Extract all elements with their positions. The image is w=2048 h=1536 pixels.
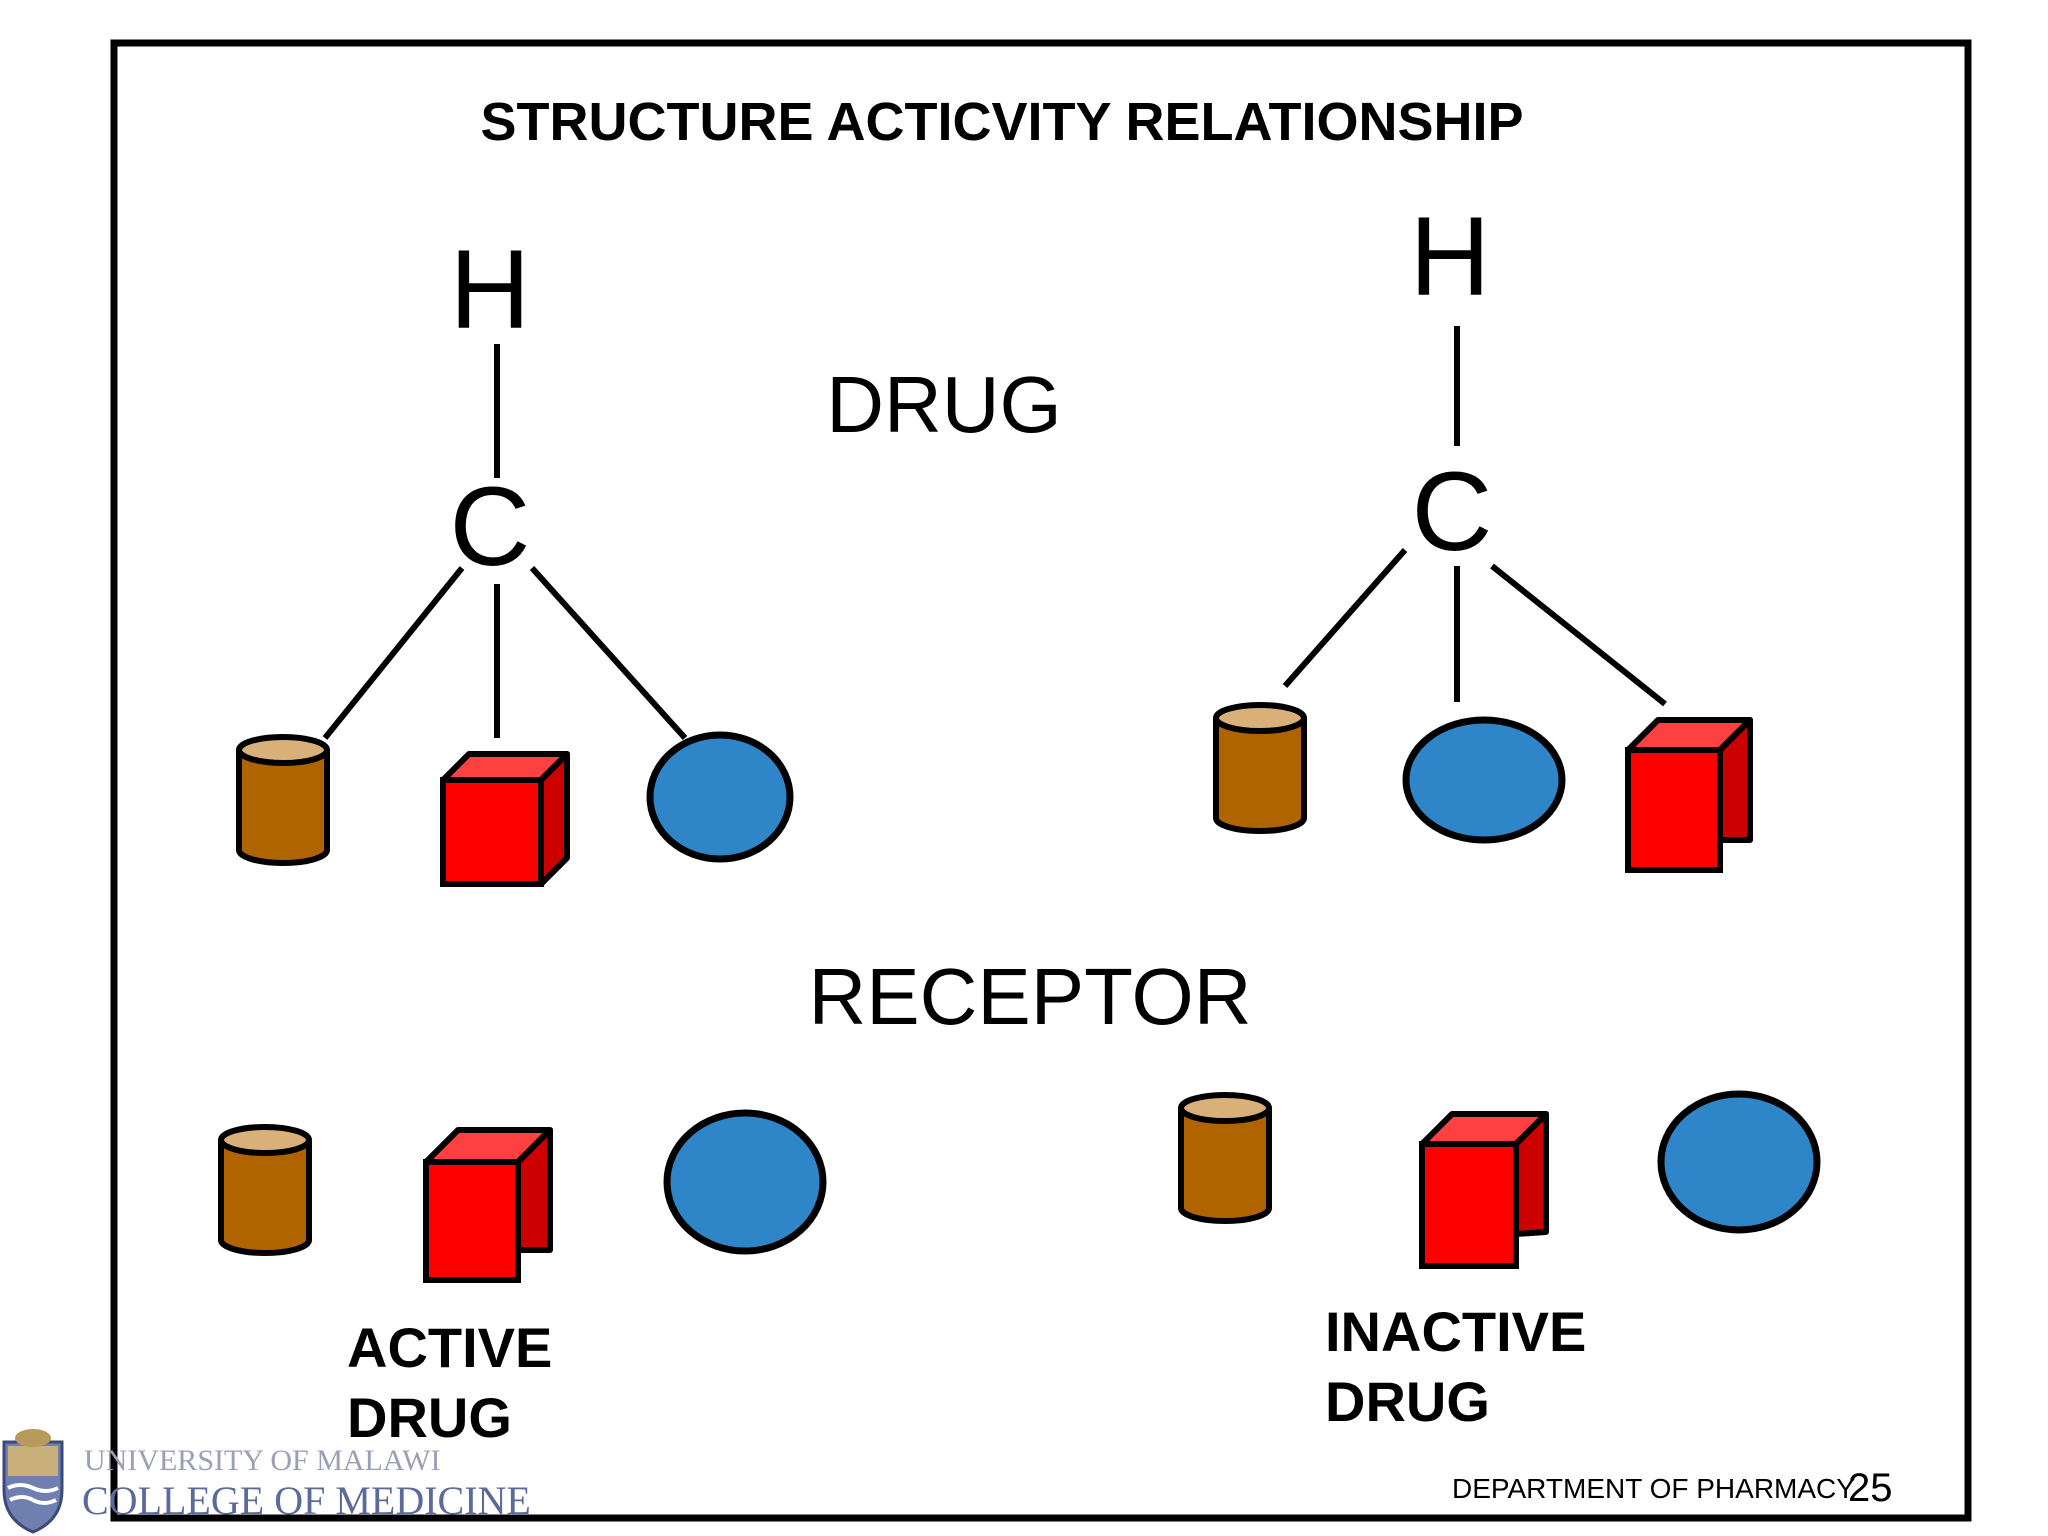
inactive-drug-label-line1: INACTIVE [1325, 1300, 1586, 1363]
college-name: COLLEGE OF MEDICINE [82, 1478, 531, 1523]
slide-title: STRUCTURE ACTICVITY RELATIONSHIP [480, 92, 1523, 152]
drug-label: DRUG [826, 360, 1062, 449]
page-number: 25 [1848, 1466, 1893, 1510]
atom-c-right: C [1412, 449, 1493, 574]
sphere-receptor-right [1657, 1090, 1821, 1234]
slide-frame [110, 39, 1972, 1522]
bond-c-cylinder-right [1282, 548, 1408, 688]
cube-drug-right [1625, 717, 1753, 873]
cylinder-receptor-right [1178, 1092, 1272, 1224]
atom-h-right: H [1410, 194, 1491, 319]
molecule-left: H C [322, 227, 688, 741]
university-logo: UNIVERSITY OF MALAWI COLLEGE OF MEDICINE [2, 1429, 531, 1534]
cube-receptor-left [423, 1127, 553, 1283]
active-drug-label-line2: DRUG [347, 1386, 512, 1449]
active-drug-label-line1: ACTIVE [347, 1316, 552, 1379]
atom-c-left: C [450, 464, 531, 589]
molecule-right: H C [1282, 194, 1667, 707]
inactive-drug-label-line2: DRUG [1325, 1370, 1490, 1433]
sphere-drug-right [1402, 716, 1566, 844]
bond-c-cube-right [1490, 563, 1667, 707]
cylinder-drug-left [236, 734, 330, 866]
cube-receptor-right [1419, 1111, 1549, 1269]
cylinder-receptor-left [218, 1124, 312, 1256]
atom-h-left: H [450, 227, 531, 352]
sphere-drug-left [646, 731, 794, 863]
sphere-receptor-left [663, 1109, 827, 1255]
crest-icon [2, 1429, 64, 1534]
cube-drug-left [440, 751, 570, 887]
receptor-label: RECEPTOR [808, 952, 1251, 1041]
department-footer: DEPARTMENT OF PHARMACY [1452, 1473, 1855, 1504]
bond-c-sphere-left [529, 565, 688, 741]
university-name: UNIVERSITY OF MALAWI [84, 1444, 440, 1477]
bond-c-cylinder-left [322, 566, 465, 740]
cylinder-drug-right [1213, 702, 1307, 834]
